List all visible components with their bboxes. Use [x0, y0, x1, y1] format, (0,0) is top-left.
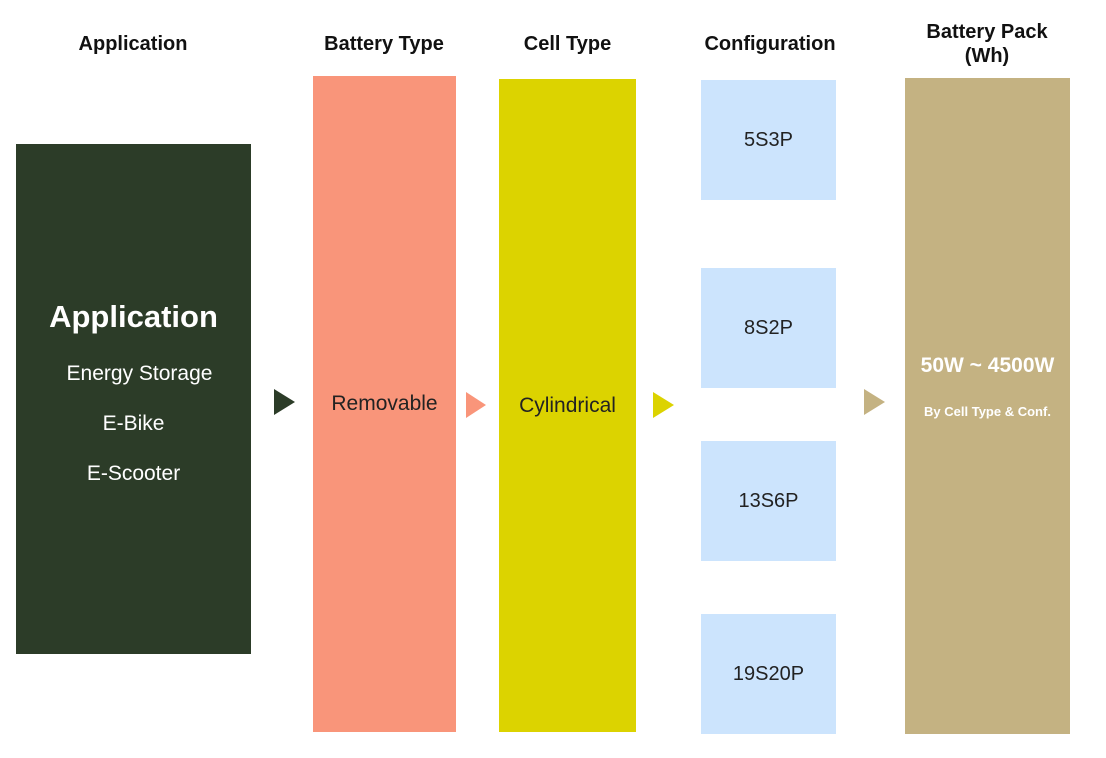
cell-type-box: Cylindrical [499, 79, 636, 732]
battery-pack-range: 50W ~ 4500W [920, 353, 1055, 377]
application-item-e-bike: E-Bike [102, 412, 165, 435]
battery-pack-note: By Cell Type & Conf. [924, 403, 1051, 419]
header-cell-type: Cell Type [523, 33, 612, 55]
header-configuration: Configuration [704, 33, 836, 55]
configuration-box: 13S6P [701, 441, 836, 561]
configuration-label: 13S6P [738, 489, 799, 512]
triangle-right-icon [466, 392, 486, 418]
application-title: Application [49, 299, 218, 334]
configuration-box: 8S2P [701, 268, 836, 388]
header-application: Application [78, 33, 188, 55]
application-item-e-scooter: E-Scooter [86, 462, 181, 485]
battery-type-box: Removable [313, 76, 456, 732]
battery-type-label: Removable [331, 392, 438, 415]
header-battery-pack: Battery Pack (Wh) [926, 21, 1048, 67]
configuration-box: 5S3P [701, 80, 836, 200]
configuration-label: 19S20P [732, 662, 805, 685]
triangle-right-icon [653, 392, 674, 418]
battery-pack-box: 50W ~ 4500W By Cell Type & Conf. [905, 78, 1070, 734]
application-box: Application Energy Storage E-Bike E-Scoo… [16, 144, 251, 654]
configuration-label: 8S2P [744, 316, 793, 339]
header-battery-type: Battery Type [324, 33, 444, 55]
configuration-box: 19S20P [701, 614, 836, 734]
configuration-label: 5S3P [744, 128, 793, 151]
triangle-right-icon [864, 389, 885, 415]
triangle-right-icon [274, 389, 295, 415]
application-item-energy-storage: Energy Storage [66, 362, 213, 385]
cell-type-label: Cylindrical [519, 393, 616, 417]
